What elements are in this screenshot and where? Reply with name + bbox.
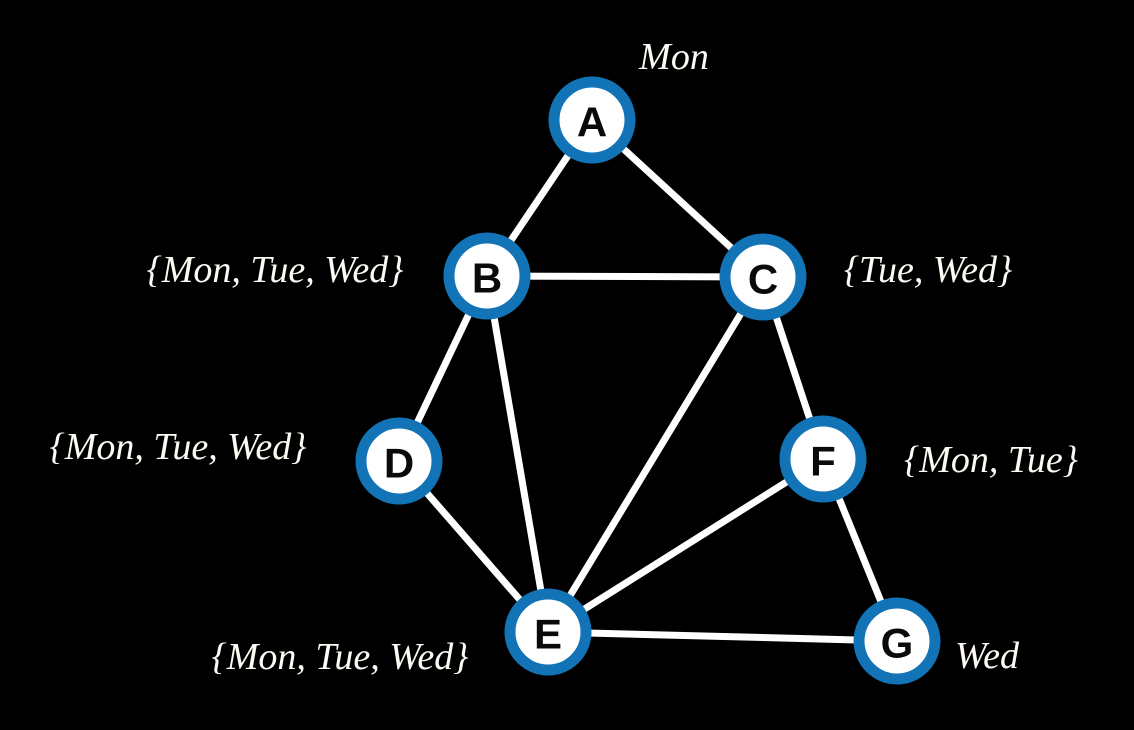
node-letter-C: C [748, 256, 778, 303]
node-E [504, 588, 592, 676]
edge-B-E [483, 272, 552, 636]
edge-C-E [544, 273, 767, 636]
edge-E-F [544, 455, 827, 636]
node-letter-B: B [472, 255, 502, 302]
node-letter-G: G [881, 620, 914, 667]
domain-label-E: {Mon, Tue, Wed} [212, 636, 469, 678]
domain-label-D: {Mon, Tue, Wed} [50, 426, 307, 468]
node-C [719, 233, 807, 321]
node-A [548, 76, 636, 164]
domain-label-G: Wed [955, 635, 1020, 677]
domain-label-F: {Mon, Tue} [904, 439, 1078, 481]
domain-label-A: Mon [638, 36, 709, 78]
node-B [443, 232, 531, 320]
node-letter-F: F [810, 438, 836, 485]
node-letter-E: E [534, 611, 562, 658]
node-letter-A: A [577, 99, 607, 146]
node-F [779, 415, 867, 503]
edge-B-C [483, 272, 767, 281]
edge-E-G [544, 628, 901, 645]
domain-label-B: {Mon, Tue, Wed} [147, 249, 404, 291]
domain-label-C: {Tue, Wed} [844, 249, 1012, 291]
node-layer: A B C D E F G [355, 76, 941, 685]
label-layer: Mon {Mon, Tue, Wed} {Tue, Wed} {Mon, Tue, W… [50, 36, 1078, 678]
node-D [355, 417, 443, 505]
node-letter-D: D [384, 440, 414, 487]
node-G [853, 597, 941, 685]
